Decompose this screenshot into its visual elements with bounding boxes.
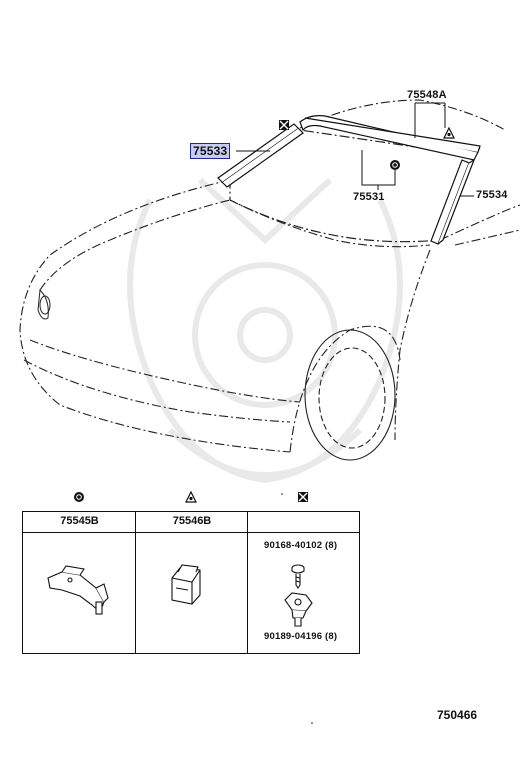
triangle-symbol [443, 126, 455, 139]
part-label-75533[interactable]: 75533 [190, 143, 231, 159]
screw-drawing [291, 564, 305, 589]
table-column [136, 512, 248, 653]
grommet-drawing [284, 592, 313, 627]
dot-mark [281, 493, 283, 495]
clip-75545B-drawing [47, 565, 109, 615]
fastener-label-90189-04196[interactable]: 90189-04196 (8) [264, 631, 338, 642]
table-header-75545B[interactable]: 75545B [60, 515, 99, 527]
leader-lines [236, 102, 474, 197]
front-wheel [304, 329, 396, 461]
square-x-symbol [279, 120, 289, 130]
car-body-outline [19, 99, 521, 453]
moulding-75533 [217, 123, 304, 188]
moulding-75534 [430, 158, 476, 245]
moulding-75548A [299, 115, 481, 161]
circle-symbol [74, 492, 84, 502]
table-header-row [23, 512, 359, 533]
parts-table: 75545B 75546B [22, 511, 360, 654]
table-column [23, 512, 136, 653]
circle-symbol [390, 160, 400, 170]
part-label-75548A[interactable]: 75548A [407, 89, 447, 101]
part-label-75534[interactable]: 75534 [476, 189, 508, 201]
fastener-label-90168-40102[interactable]: 90168-40102 (8) [264, 540, 338, 551]
dot-mark [311, 722, 313, 724]
part-label-75531[interactable]: 75531 [353, 191, 385, 203]
headlight [37, 288, 51, 320]
triangle-symbol [185, 490, 197, 503]
square-x-symbol [298, 492, 308, 502]
watermark-emblem [127, 177, 403, 484]
table-header-75546B[interactable]: 75546B [172, 515, 212, 527]
clip-75546B-drawing [171, 564, 201, 605]
diagram-reference-number: 750466 [437, 708, 478, 722]
